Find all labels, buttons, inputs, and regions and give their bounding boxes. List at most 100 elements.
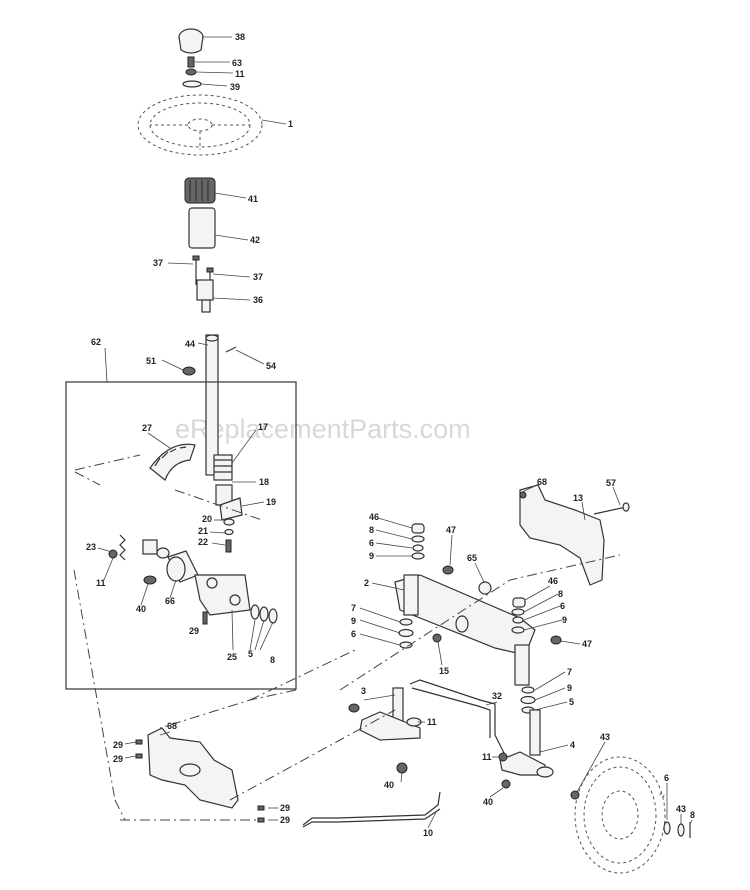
axle-support-bracket[interactable] xyxy=(519,484,605,586)
label-23: 23 xyxy=(86,542,96,552)
label-2: 2 xyxy=(364,578,369,588)
label-63: 63 xyxy=(232,58,242,68)
cap-screw[interactable] xyxy=(187,56,195,68)
tie-rod-32[interactable] xyxy=(409,679,506,756)
label-43-left: 43 xyxy=(600,732,610,742)
label-54: 54 xyxy=(266,361,276,371)
label-57: 57 xyxy=(606,478,616,488)
label-68-right: 68 xyxy=(537,477,547,487)
label-39: 39 xyxy=(230,82,240,92)
right-spindle-4[interactable] xyxy=(499,709,554,778)
steering-bolt-left[interactable] xyxy=(192,255,200,285)
label-22: 22 xyxy=(198,537,208,547)
label-6-left-lower: 6 xyxy=(351,629,356,639)
label-40-right-spindle: 40 xyxy=(483,797,493,807)
steering-shaft-upper[interactable] xyxy=(196,279,214,313)
label-21: 21 xyxy=(198,526,208,536)
left-spindle-3[interactable] xyxy=(348,687,421,741)
label-3: 3 xyxy=(361,686,366,696)
label-6-left: 6 xyxy=(369,538,374,548)
axle-bushing-65[interactable] xyxy=(478,581,492,595)
steering-wheel[interactable] xyxy=(137,94,263,156)
steering-insert[interactable] xyxy=(182,80,202,88)
steering-bellows[interactable] xyxy=(188,207,216,249)
label-41: 41 xyxy=(248,194,258,204)
grease-fitting-47a[interactable] xyxy=(442,565,454,575)
label-68-left: 68 xyxy=(167,721,177,731)
sector-gear[interactable] xyxy=(149,443,196,481)
gear-mounting-plate[interactable] xyxy=(194,574,251,616)
front-wheel[interactable] xyxy=(574,756,666,874)
label-19: 19 xyxy=(266,497,276,507)
label-43-right: 43 xyxy=(676,804,686,814)
axle-bolt-15[interactable] xyxy=(432,633,442,643)
label-11-left-spindle: 11 xyxy=(427,717,437,727)
label-7-left: 7 xyxy=(351,603,356,613)
bolt-29[interactable] xyxy=(202,611,208,625)
shaft-screw[interactable] xyxy=(225,346,237,353)
watermark: eReplacementParts.com xyxy=(175,414,471,444)
label-46-right: 46 xyxy=(548,576,558,586)
washer-11d[interactable] xyxy=(498,752,508,762)
pinion-gear[interactable] xyxy=(213,454,233,481)
label-10: 10 xyxy=(423,828,433,838)
alignment-lines xyxy=(120,554,621,821)
gear-bracket[interactable] xyxy=(219,497,243,521)
label-1: 1 xyxy=(288,119,293,129)
steering-shaft[interactable] xyxy=(205,334,219,476)
axle-pin[interactable] xyxy=(593,502,630,515)
steering-cap[interactable] xyxy=(178,28,204,54)
label-29-right-lower: 29 xyxy=(280,815,290,825)
label-37-left: 37 xyxy=(153,258,163,268)
label-27: 27 xyxy=(142,423,152,433)
washer-40b[interactable] xyxy=(396,762,408,774)
washers-set[interactable] xyxy=(250,604,278,624)
steering-adapter[interactable] xyxy=(184,177,216,204)
dashed-outline xyxy=(73,454,263,821)
label-29-left-lower: 29 xyxy=(113,754,123,764)
label-9-left-lower: 9 xyxy=(351,616,356,626)
label-8-right: 8 xyxy=(558,589,563,599)
part-labels: 38 63 11 39 1 41 42 37 37 36 62 44 51 54… xyxy=(86,32,695,838)
label-8-box: 8 xyxy=(270,655,275,665)
gear-shaft[interactable] xyxy=(142,539,170,559)
washer-40[interactable] xyxy=(143,575,157,585)
left-mounting-bracket[interactable] xyxy=(147,727,239,809)
label-11-box: 11 xyxy=(96,578,106,588)
label-36: 36 xyxy=(253,295,263,305)
label-9-right: 9 xyxy=(562,615,567,625)
spring-bracket[interactable] xyxy=(108,534,126,561)
label-40-left-spindle: 40 xyxy=(384,780,394,790)
washer-40c[interactable] xyxy=(501,779,511,789)
label-66: 66 xyxy=(165,596,175,606)
label-15: 15 xyxy=(439,666,449,676)
label-32: 32 xyxy=(492,691,502,701)
drag-link[interactable] xyxy=(302,791,441,828)
label-40-box: 40 xyxy=(136,604,146,614)
label-8-left: 8 xyxy=(369,525,374,535)
bracket-bolts-right[interactable] xyxy=(257,805,265,823)
wheel-hardware-left[interactable] xyxy=(570,790,580,800)
right-spindle-parts[interactable] xyxy=(511,597,536,714)
label-38: 38 xyxy=(235,32,245,42)
steering-nut[interactable] xyxy=(185,68,197,76)
label-7-right: 7 xyxy=(567,667,572,677)
gear-spacers[interactable] xyxy=(223,518,235,553)
label-18: 18 xyxy=(259,477,269,487)
label-51: 51 xyxy=(146,356,156,366)
label-6-wheel: 6 xyxy=(664,773,669,783)
label-17: 17 xyxy=(258,422,268,432)
label-65: 65 xyxy=(467,553,477,563)
gear-bushing[interactable] xyxy=(166,550,199,583)
wheel-hardware-right[interactable] xyxy=(663,821,691,838)
leader-lines xyxy=(97,36,693,829)
label-47-left: 47 xyxy=(446,525,456,535)
grease-fitting-47b[interactable] xyxy=(550,635,562,645)
shaft-bushing[interactable] xyxy=(182,366,196,376)
label-9-left: 9 xyxy=(369,551,374,561)
label-13: 13 xyxy=(573,493,583,503)
front-axle[interactable] xyxy=(394,574,536,656)
bracket-bolts-left[interactable] xyxy=(135,739,143,759)
label-5-box: 5 xyxy=(248,649,253,659)
label-20: 20 xyxy=(202,514,212,524)
